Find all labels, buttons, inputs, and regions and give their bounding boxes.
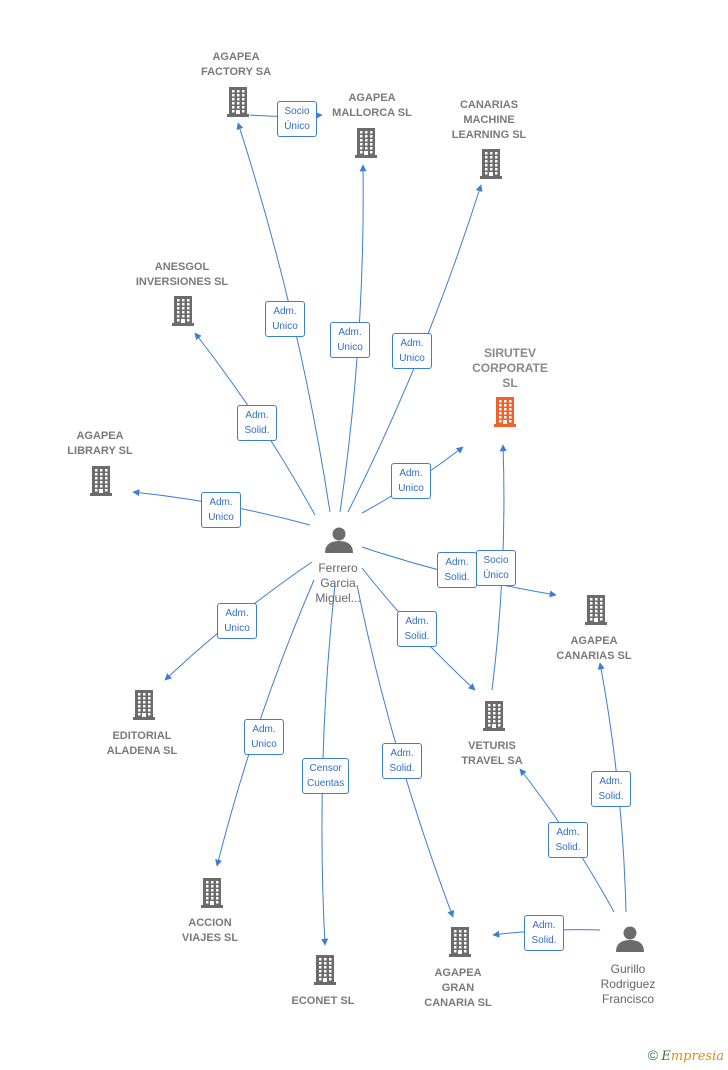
edge-label-ferrero-to-anesgol[interactable]: Adm. Solid. — [237, 405, 277, 441]
edge-label-ferrero-to-aladena[interactable]: Adm. Unico — [217, 603, 257, 639]
edge-label-ferrero-to-veturis[interactable]: Adm. Solid. — [397, 611, 437, 647]
edge-label-ferrero-to-canarias_ml[interactable]: Adm. Unico — [392, 333, 432, 369]
edge-label-veturis-to-sirutev[interactable]: Socio Único — [476, 550, 516, 586]
edge-label-ferrero-to-sirutev[interactable]: Adm. Unico — [391, 463, 431, 499]
edge-label-ferrero-to-mallorca[interactable]: Adm. Unico — [330, 322, 370, 358]
building-icon-econet[interactable] — [314, 955, 336, 985]
node-label-sirutev[interactable]: SIRUTEV CORPORATE SL — [472, 346, 548, 390]
person-icon-gurillo[interactable] — [616, 926, 644, 953]
building-icon-factory[interactable] — [227, 87, 249, 117]
building-icon-gran_canaria[interactable] — [449, 927, 471, 957]
node-label-library[interactable]: AGAPEA LIBRARY SL — [67, 430, 133, 457]
edge-label-ferrero-to-econet[interactable]: Censor Cuentas — [302, 758, 350, 794]
edge-label-gurillo-to-agapea_canarias[interactable]: Adm. Solid. — [591, 771, 631, 807]
building-icon-canarias_ml[interactable] — [480, 149, 502, 179]
node-label-factory[interactable]: AGAPEA FACTORY SA — [200, 51, 272, 78]
node-label-veturis[interactable]: VETURIS TRAVEL SA — [461, 740, 523, 767]
node-label-mallorca[interactable]: AGAPEA MALLORCA SL — [332, 92, 412, 119]
edge-label-ferrero-to-accion[interactable]: Adm. Unico — [244, 719, 284, 755]
edge-label-gurillo-to-veturis[interactable]: Adm. Solid. — [548, 822, 588, 858]
edge-label-factory-to-mallorca[interactable]: Socio Único — [277, 101, 317, 137]
node-label-agapea_canarias[interactable]: AGAPEA CANARIAS SL — [556, 635, 632, 662]
person-icon-ferrero[interactable] — [325, 527, 353, 554]
edge-label-ferrero-to-factory[interactable]: Adm. Unico — [265, 301, 305, 337]
node-label-accion[interactable]: ACCION VIAJES SL — [181, 917, 239, 944]
building-icon-veturis[interactable] — [483, 701, 505, 731]
edge-label-ferrero-to-gran_canaria[interactable]: Adm. Solid. — [382, 743, 422, 779]
building-icon-accion[interactable] — [201, 878, 223, 908]
node-label-ferrero[interactable]: Ferrero Garcia Miguel... — [315, 561, 361, 605]
node-label-canarias_ml[interactable]: CANARIAS MACHINE LEARNING SL — [451, 99, 527, 141]
node-label-anesgol[interactable]: ANESGOL INVERSIONES SL — [135, 261, 229, 288]
edge-label-gurillo-to-gran_canaria[interactable]: Adm. Solid. — [524, 915, 564, 951]
node-label-econet[interactable]: ECONET SL — [291, 995, 355, 1007]
edge-label-ferrero-to-library[interactable]: Adm. Unico — [201, 492, 241, 528]
building-icon-mallorca[interactable] — [355, 128, 377, 158]
node-label-gurillo[interactable]: Gurillo Rodriguez Francisco — [600, 962, 656, 1006]
edge-label-ferrero-to-agapea_canarias[interactable]: Adm. Solid. — [437, 552, 477, 588]
copyright-icon: © — [647, 1047, 659, 1063]
building-icon-library[interactable] — [90, 466, 112, 496]
node-label-gran_canaria[interactable]: AGAPEA GRAN CANARIA SL — [424, 967, 492, 1009]
node-label-aladena[interactable]: EDITORIAL ALADENA SL — [106, 730, 178, 757]
footer-brand: © Empresia — [648, 1047, 724, 1064]
brand-logo: Empresia — [661, 1049, 724, 1064]
building-icon-agapea_canarias[interactable] — [585, 595, 607, 625]
building-icon-sirutev[interactable] — [494, 397, 516, 427]
building-icon-anesgol[interactable] — [172, 296, 194, 326]
building-icon-aladena[interactable] — [133, 690, 155, 720]
